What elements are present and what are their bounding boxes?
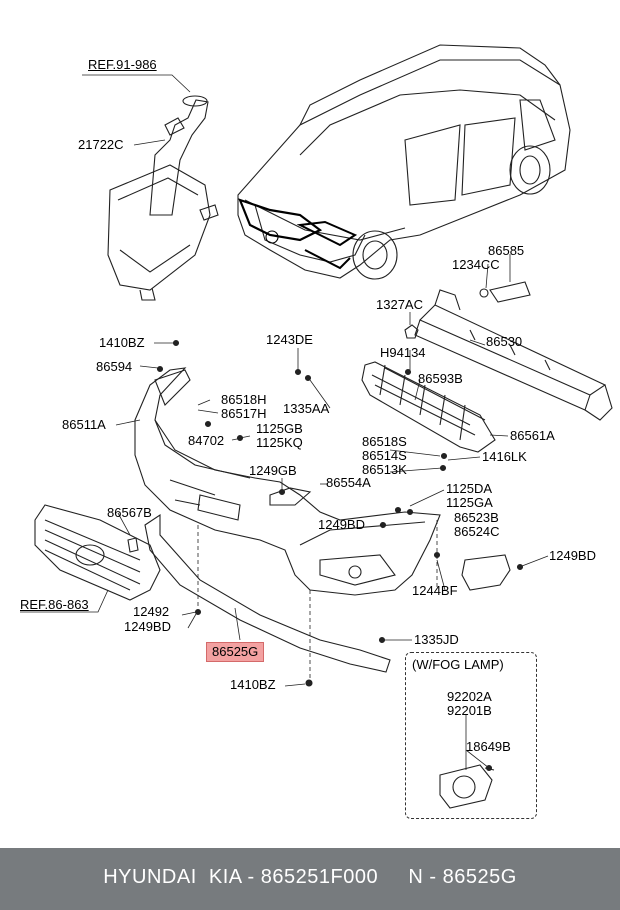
footer-part-number: HYUNDAI KIA - 865251F000 N - 86525G: [103, 866, 517, 888]
label-1125da: 1125DA: [446, 481, 493, 496]
label-86593b: 86593B: [418, 371, 463, 386]
label-86518h: 86518H: [221, 392, 267, 407]
label-1249bd-left: 1249BD: [124, 619, 171, 634]
label-86511a: 86511A: [62, 417, 106, 432]
label-ref-86-863: REF.86-863: [20, 597, 89, 612]
footer-bar: HYUNDAI KIA - 865251F000 N - 86525G: [0, 848, 620, 910]
clip-1234cc-drawing: [479, 288, 489, 298]
label-18649b: 18649B: [466, 739, 511, 754]
label-ref-91-986: REF.91-986: [88, 57, 157, 72]
label-86554a: 86554A: [326, 475, 371, 490]
bumper-cover-drawing: [134, 367, 441, 596]
label-86525g-highlighted: 86525G: [206, 642, 265, 662]
label-1249bd-right: 1249BD: [549, 548, 596, 563]
label-92202a: 92202A: [447, 689, 492, 704]
radiator-grille-drawing: [34, 504, 161, 601]
label-86530: 86530: [486, 334, 523, 349]
label-h94134: H94134: [380, 345, 426, 360]
label-1335jd: 1335JD: [414, 632, 459, 647]
label-86513k: 86513K: [362, 462, 407, 477]
label-86518s: 86518S: [362, 434, 407, 449]
bracket-drawing: [489, 281, 531, 303]
fog-bezel-drawing: [461, 554, 511, 591]
label-12492: 12492: [133, 604, 170, 619]
label-1244bf: 1244BF: [412, 583, 458, 598]
label-86524c: 86524C: [454, 524, 500, 539]
label-86585: 86585: [488, 243, 525, 258]
label-1243de: 1243DE: [266, 332, 313, 347]
bumper-beam-drawing: [414, 289, 613, 421]
label-1410bz-bottom: 1410BZ: [230, 677, 276, 692]
fasteners-drawing: [156, 339, 524, 772]
side-bracket-drawing: [154, 369, 191, 406]
label-1249bd-mid: 1249BD: [318, 517, 365, 532]
label-84702: 84702: [188, 433, 225, 448]
lower-grille-drawing: [361, 361, 496, 453]
label-1125gb: 1125GB: [256, 421, 303, 436]
label-1125ga: 1125GA: [446, 495, 493, 510]
fog-lamp-option-box: [405, 652, 537, 819]
label-86561a: 86561A: [510, 428, 555, 443]
label-1327ac: 1327AC: [376, 297, 423, 312]
label-fog-lamp-title: (W/FOG LAMP): [412, 657, 504, 672]
nut-1327ac-drawing: [404, 324, 419, 339]
label-86594: 86594: [96, 359, 133, 374]
lip-molding-drawing: [144, 513, 391, 673]
washer-reservoir-drawing: [107, 95, 219, 301]
label-1335aa: 1335AA: [283, 401, 330, 416]
label-1125kq: 1125KQ: [256, 435, 303, 450]
leader-lines: [20, 74, 549, 770]
label-1234cc: 1234CC: [452, 257, 500, 272]
label-86517h: 86517H: [221, 406, 267, 421]
car-drawing: [237, 44, 571, 280]
diagram-drawing: [20, 44, 613, 809]
label-86523b: 86523B: [454, 510, 499, 525]
label-21722c: 21722C: [78, 137, 124, 152]
label-1416lk: 1416LK: [482, 449, 527, 464]
label-86567b: 86567B: [107, 505, 152, 520]
label-1249gb: 1249GB: [249, 463, 297, 478]
parts-diagram: REF.91-986 21722C 1410BZ 86594 86511A 86…: [20, 44, 613, 819]
label-1410bz-top: 1410BZ: [99, 335, 145, 350]
label-86514s: 86514S: [362, 448, 407, 463]
label-92201b: 92201B: [447, 703, 492, 718]
